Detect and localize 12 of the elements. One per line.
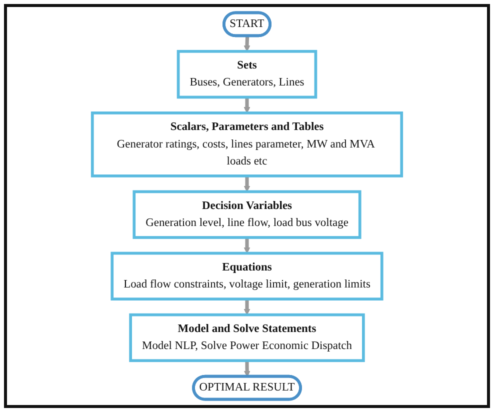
node-box <box>132 190 362 239</box>
arrow <box>244 298 250 316</box>
node-box <box>129 313 365 362</box>
arrow <box>244 35 250 52</box>
node-box <box>176 50 318 99</box>
arrow <box>244 96 250 114</box>
node-box <box>110 252 384 300</box>
arrow <box>244 175 250 192</box>
node-box <box>90 112 404 178</box>
arrow <box>244 237 250 254</box>
arrow <box>244 360 250 377</box>
frame-border: START Sets Buses, Generators, Lines Scalars, Parameters and Tables Generator ratings, costs, lines parameter, MW and MVA loads etc Decision Variables Generation level, line flow, load bus voltage Equations Load flow constraints, voltage limit, generation limits Model and Solve Statements Model NLP, Solve Power Economic Dispatch OPTIMAL RESULT <box>4 4 490 408</box>
